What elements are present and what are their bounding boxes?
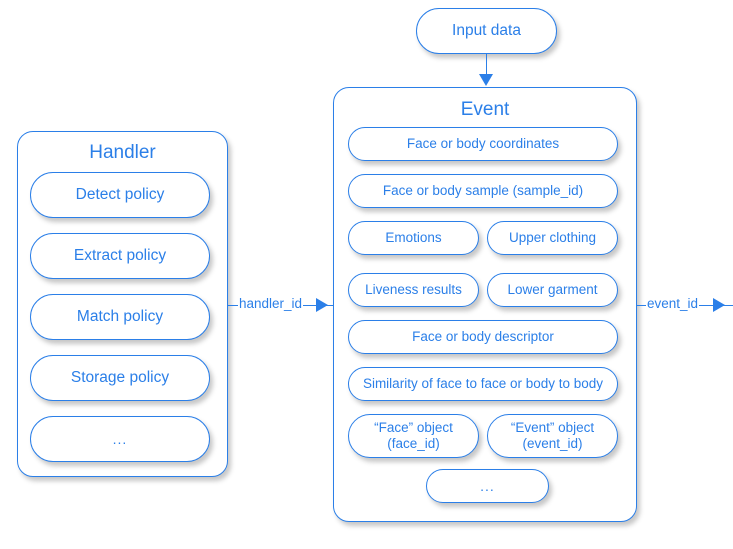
node-liveness-results[interactable]: Liveness results — [348, 273, 479, 307]
node-face-object-lines: “Face” object (face_id) — [374, 420, 453, 452]
node-face-or-body-sample[interactable]: Face or body sample (sample_id) — [348, 174, 618, 208]
node-face-or-body-coordinates-label: Face or body coordinates — [406, 136, 560, 152]
node-upper-clothing[interactable]: Upper clothing — [487, 221, 618, 255]
node-match-policy-label: Match policy — [76, 307, 164, 325]
node-extract-policy-label: Extract policy — [73, 246, 167, 264]
group-event[interactable]: Event Face or body coordinates Face or b… — [333, 87, 637, 522]
node-face-object-label-line2: (face_id) — [387, 436, 440, 451]
node-event-object[interactable]: “Event” object (event_id) — [487, 414, 618, 458]
node-face-or-body-sample-label: Face or body sample (sample_id) — [382, 183, 584, 199]
node-face-or-body-coordinates[interactable]: Face or body coordinates — [348, 127, 618, 161]
node-storage-policy-label: Storage policy — [70, 368, 170, 386]
node-face-or-body-descriptor[interactable]: Face or body descriptor — [348, 320, 618, 354]
node-similarity[interactable]: Similarity of face to face or body to bo… — [348, 367, 618, 401]
group-handler[interactable]: Handler Detect policy Extract policy Mat… — [17, 131, 228, 477]
group-event-title: Event — [460, 99, 510, 120]
connector-input-to-event-arrowhead — [479, 74, 493, 86]
node-upper-clothing-label: Upper clothing — [508, 230, 597, 246]
node-event-object-label-line2: (event_id) — [522, 436, 583, 451]
node-event-ellipsis-label: ... — [480, 477, 495, 494]
connector-handler-id-arrowhead — [316, 298, 328, 312]
node-event-object-lines: “Event” object (event_id) — [511, 420, 594, 452]
node-face-object[interactable]: “Face” object (face_id) — [348, 414, 479, 458]
connector-event-id-arrowhead — [713, 298, 725, 312]
node-storage-policy[interactable]: Storage policy — [30, 355, 210, 401]
node-match-policy[interactable]: Match policy — [30, 294, 210, 340]
node-detect-policy-label: Detect policy — [75, 185, 165, 203]
node-event-object-label-line1: “Event” object — [510, 420, 595, 436]
group-handler-title: Handler — [89, 142, 156, 163]
edge-label-handler-id: handler_id — [238, 296, 304, 311]
node-face-object-label-line1: “Face” object — [374, 420, 453, 436]
node-emotions[interactable]: Emotions — [348, 221, 479, 255]
node-extract-policy[interactable]: Extract policy — [30, 233, 210, 279]
node-detect-policy[interactable]: Detect policy — [30, 172, 210, 218]
node-lower-garment[interactable]: Lower garment — [487, 273, 618, 307]
node-similarity-label: Similarity of face to face or body to bo… — [362, 376, 604, 392]
node-lower-garment-label: Lower garment — [507, 282, 598, 298]
edge-label-event-id: event_id — [646, 296, 700, 311]
node-liveness-results-label: Liveness results — [365, 282, 462, 298]
node-emotions-label: Emotions — [385, 230, 442, 246]
node-input-data-label: Input data — [452, 21, 521, 39]
node-handler-ellipsis[interactable]: ... — [30, 416, 210, 462]
node-face-or-body-descriptor-label: Face or body descriptor — [412, 329, 554, 345]
node-event-ellipsis[interactable]: ... — [426, 469, 549, 503]
node-input-data[interactable]: Input data — [416, 8, 557, 54]
connector-input-to-event-line — [486, 54, 487, 76]
node-handler-ellipsis-label: ... — [112, 430, 128, 447]
